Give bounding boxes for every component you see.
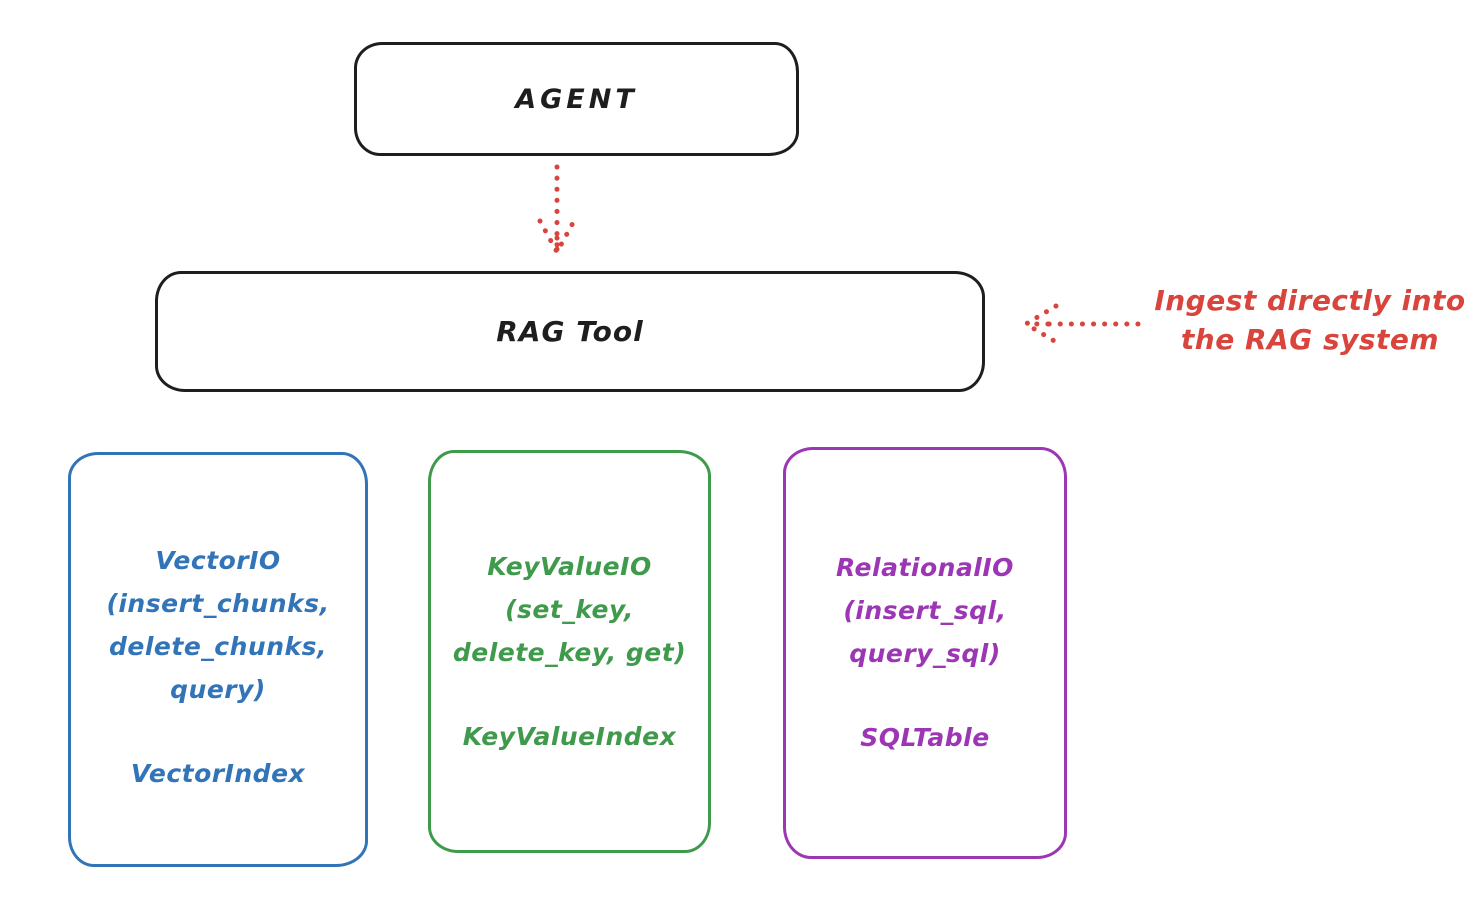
keyvalue-io-title: KeyValueIO — [487, 552, 652, 581]
ingest-annotation-line2: the RAG system — [1180, 323, 1440, 356]
rag-tool-box: RAG Tool — [155, 271, 985, 392]
vector-index-label: VectorIndex — [130, 759, 306, 788]
keyvalue-io-box: KeyValueIO (set_key, delete_key, get) Ke… — [428, 450, 711, 853]
keyvalue-io-methods-line2: delete_key, get) — [452, 638, 687, 667]
vector-io-box: VectorIO (insert_chunks, delete_chunks, … — [68, 452, 368, 867]
annotation-arrow — [1021, 303, 1141, 345]
relational-io-title: RelationalIO — [836, 553, 1014, 582]
keyvalue-index-label: KeyValueIndex — [462, 722, 677, 751]
rag-tool-label: RAG Tool — [496, 315, 644, 348]
agent-box: AGENT — [354, 42, 799, 156]
agent-to-ragtool-arrow — [537, 164, 577, 259]
sql-table-label: SQLTable — [860, 723, 990, 752]
vector-io-methods-line1: (insert_chunks, — [106, 589, 330, 618]
vector-io-title: VectorIO — [155, 546, 281, 575]
relational-io-methods-line2: query_sql) — [849, 639, 1001, 668]
agent-label: AGENT — [515, 83, 638, 115]
relational-io-methods-line1: (insert_sql, — [843, 596, 1007, 625]
vector-io-methods-line2: delete_chunks, — [109, 632, 327, 661]
relational-io-box: RelationalIO (insert_sql, query_sql) SQL… — [783, 447, 1067, 859]
ingest-annotation-line1: Ingest directly into — [1154, 284, 1466, 317]
keyvalue-io-methods-line1: (set_key, — [505, 595, 634, 624]
ingest-annotation: Ingest directly into the RAG system — [1145, 281, 1475, 359]
vector-io-methods-line3: query) — [170, 675, 266, 704]
